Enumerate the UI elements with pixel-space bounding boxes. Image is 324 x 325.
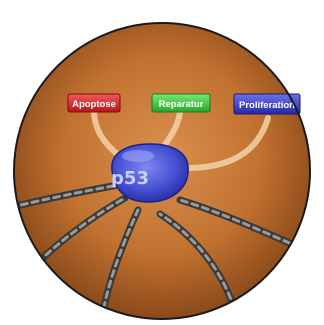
p53-label: p53	[111, 168, 149, 189]
outcome-apoptose-label: Apoptose	[72, 99, 116, 110]
outcome-reparatur-label: Reparatur	[159, 99, 204, 110]
outcome-reparatur: Reparatur	[152, 94, 210, 112]
outcome-proliferation-label: Proliferation	[239, 100, 295, 111]
outcome-apoptose: Apoptose	[68, 94, 120, 112]
p53-core: p53	[111, 144, 188, 202]
